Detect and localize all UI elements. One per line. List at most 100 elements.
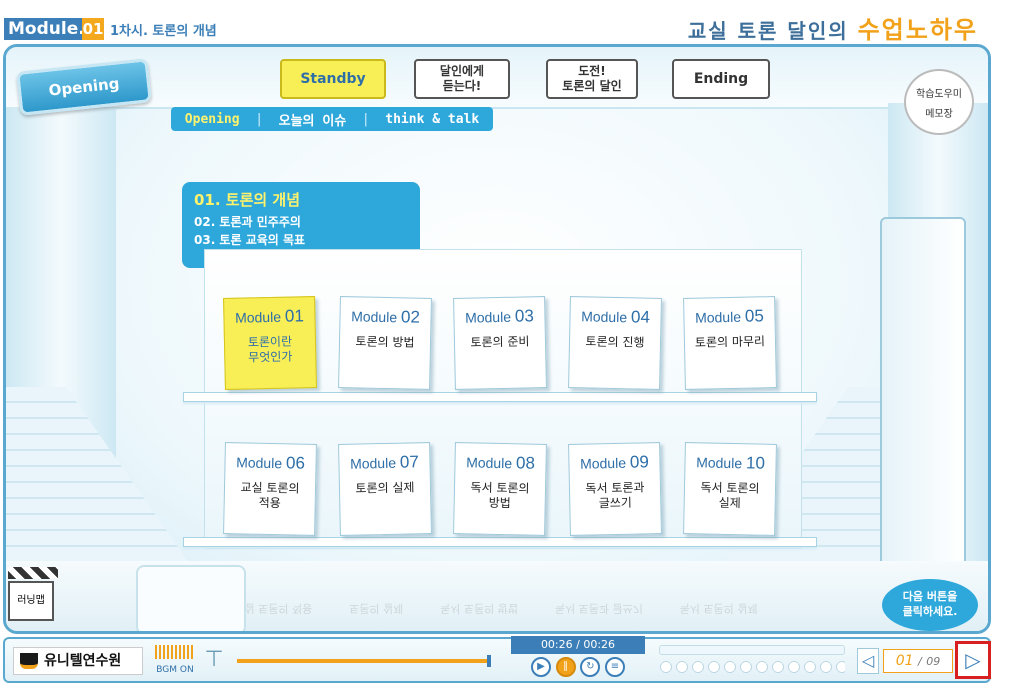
- module-prefix: Module: [466, 454, 513, 472]
- memo-label[interactable]: 메모장: [925, 109, 953, 120]
- refrigerator-decor: [880, 217, 966, 567]
- help-label: 학습도우미: [916, 89, 962, 100]
- subnav-separator: |: [255, 111, 264, 127]
- module-prefix: Module: [581, 308, 628, 326]
- tab-challenge[interactable]: 도전! 토론의 달인: [546, 59, 638, 99]
- module-title: Module 08: [455, 452, 545, 474]
- module-description: 교실 토론의 적용: [240, 480, 300, 511]
- module-prefix: Module: [464, 308, 512, 326]
- sub-navigation: Opening | 오늘의 이슈 | think & talk: [171, 107, 493, 131]
- seek-handle[interactable]: [487, 655, 491, 667]
- module-number: 05: [744, 306, 764, 326]
- hammer-icon[interactable]: ⊤: [204, 647, 224, 672]
- hint-bubble: 다음 버튼을 클릭하세요.: [882, 579, 978, 631]
- progress-track: [659, 645, 845, 655]
- module-card-06[interactable]: Module 06 교실 토론의 적용: [223, 442, 317, 536]
- module-number: 03: [514, 306, 534, 326]
- callout-current[interactable]: 01. 토론의 개념: [194, 191, 301, 209]
- hint-line: 다음 버튼을: [902, 590, 958, 603]
- subnav-separator: |: [361, 111, 370, 127]
- floor-reflection: 교실 토론의 적용 토론의 실제 독서 토론의 방법 독서 토론과 글쓰기 독서…: [216, 567, 776, 617]
- subnav-think[interactable]: think & talk: [385, 111, 480, 127]
- module-prefix: Module: [349, 454, 397, 472]
- module-description: 토론의 방법: [355, 334, 415, 350]
- page-total: 09: [926, 655, 941, 668]
- brand-title: 교실 토론 달인의 수업노하우: [688, 10, 978, 45]
- module-card-01[interactable]: Module 01 토론이란 무엇인가: [223, 296, 317, 390]
- playback-controls: ▶ ∥ ↻ ≡: [531, 657, 625, 679]
- seek-bar[interactable]: [237, 659, 489, 663]
- module-card-03[interactable]: Module 03 토론의 준비: [453, 296, 547, 390]
- module-number: 01: [82, 18, 104, 40]
- module-title: Module 03: [454, 306, 544, 328]
- module-number: 04: [630, 307, 651, 327]
- progress-dots: [659, 645, 845, 679]
- module-title: Module 04: [570, 306, 660, 328]
- stage: Opening Standby 달인에게 듣는다! 도전! 토론의 달인 End…: [3, 44, 991, 634]
- lesson-title: 1차시. 토론의 개념: [110, 24, 217, 39]
- time-display: 00:26 / 00:26: [511, 636, 645, 654]
- list-icon[interactable]: ≡: [604, 657, 625, 677]
- module-title: Module 10: [685, 452, 775, 474]
- module-description: 토론의 실제: [355, 480, 415, 496]
- chair-decor: [136, 565, 246, 631]
- module-card-08[interactable]: Module 08 독서 토론의 방법: [453, 442, 547, 536]
- bgm-toggle[interactable]: BGM ON: [155, 645, 195, 679]
- page-counter: 01 / 09: [883, 649, 953, 673]
- subnav-opening[interactable]: Opening: [184, 111, 240, 127]
- reflection-text: 교실 토론의 적용: [234, 602, 313, 615]
- module-number: 09: [629, 452, 649, 472]
- callout-item[interactable]: 03. 토론 교육의 목표: [194, 233, 306, 247]
- tab-ending[interactable]: Ending: [672, 59, 770, 99]
- module-number: 02: [400, 307, 421, 327]
- module-description: 독서 토론의 방법: [470, 480, 530, 511]
- module-title: Module 07: [339, 452, 429, 474]
- module-prefix: Module: [694, 308, 742, 326]
- module-description: 독서 토론과 글쓰기: [585, 480, 645, 511]
- equalizer-icon: [155, 645, 195, 659]
- module-prefix: Module: [236, 454, 283, 472]
- play-icon[interactable]: ▶: [531, 657, 551, 677]
- brand-prefix: 교실 토론 달인의: [687, 19, 849, 43]
- module-card-07[interactable]: Module 07 토론의 실제: [338, 442, 432, 536]
- module-card-04[interactable]: Module 04 토론의 진행: [568, 296, 662, 390]
- prev-button[interactable]: ◁: [857, 648, 879, 674]
- subnav-issue[interactable]: 오늘의 이슈: [278, 113, 347, 129]
- logo-mark-icon: [20, 653, 38, 669]
- reflection-text: 독서 토론의 실제: [679, 602, 758, 615]
- replay-icon[interactable]: ↻: [580, 657, 601, 677]
- module-title: Module 02: [340, 306, 430, 328]
- tab-expert[interactable]: 달인에게 듣는다!: [414, 59, 510, 99]
- module-title: Module 06: [225, 452, 315, 474]
- help-button[interactable]: 학습도우미 메모장: [904, 69, 974, 135]
- clapper-icon: [8, 567, 58, 579]
- player-bar: 유니텔연수원 BGM ON ⊤ 00:26 / 00:26 ▶ ∥ ↻ ≡ ◁ …: [3, 636, 991, 683]
- pause-icon[interactable]: ∥: [555, 657, 576, 677]
- brand-highlight: 수업노하우: [857, 15, 978, 44]
- module-prefix: Module: [351, 308, 398, 326]
- next-button[interactable]: ▷: [955, 641, 991, 679]
- module-card-02[interactable]: Module 02 토론의 방법: [338, 296, 432, 390]
- module-title: Module 01: [224, 306, 314, 328]
- module-number: 08: [515, 453, 536, 473]
- learning-map-label: 러닝맵: [8, 581, 54, 621]
- tab-standby[interactable]: Standby: [280, 59, 386, 99]
- bgm-label: BGM ON: [156, 665, 194, 675]
- module-number: 10: [745, 453, 766, 473]
- reflection-text: 토론의 실제: [349, 602, 404, 615]
- module-prefix: Module: [234, 308, 282, 326]
- module-description: 토론의 진행: [585, 334, 645, 350]
- module-description: 토론이란 무엇인가: [247, 334, 293, 365]
- header: Module. 01 1차시. 토론의 개념 교실 토론 달인의 수업노하우: [0, 0, 1014, 44]
- module-label: Module.: [4, 18, 89, 40]
- module-description: 토론의 준비: [470, 334, 530, 350]
- callout-item[interactable]: 02. 토론과 민주주의: [194, 215, 301, 229]
- module-prefix: Module: [696, 454, 743, 472]
- module-title: Module 05: [684, 306, 774, 328]
- module-description: 독서 토론의 실제: [700, 480, 760, 511]
- module-card-10[interactable]: Module 10 독서 토론의 실제: [683, 442, 777, 536]
- learning-map-button[interactable]: 러닝맵: [8, 567, 58, 623]
